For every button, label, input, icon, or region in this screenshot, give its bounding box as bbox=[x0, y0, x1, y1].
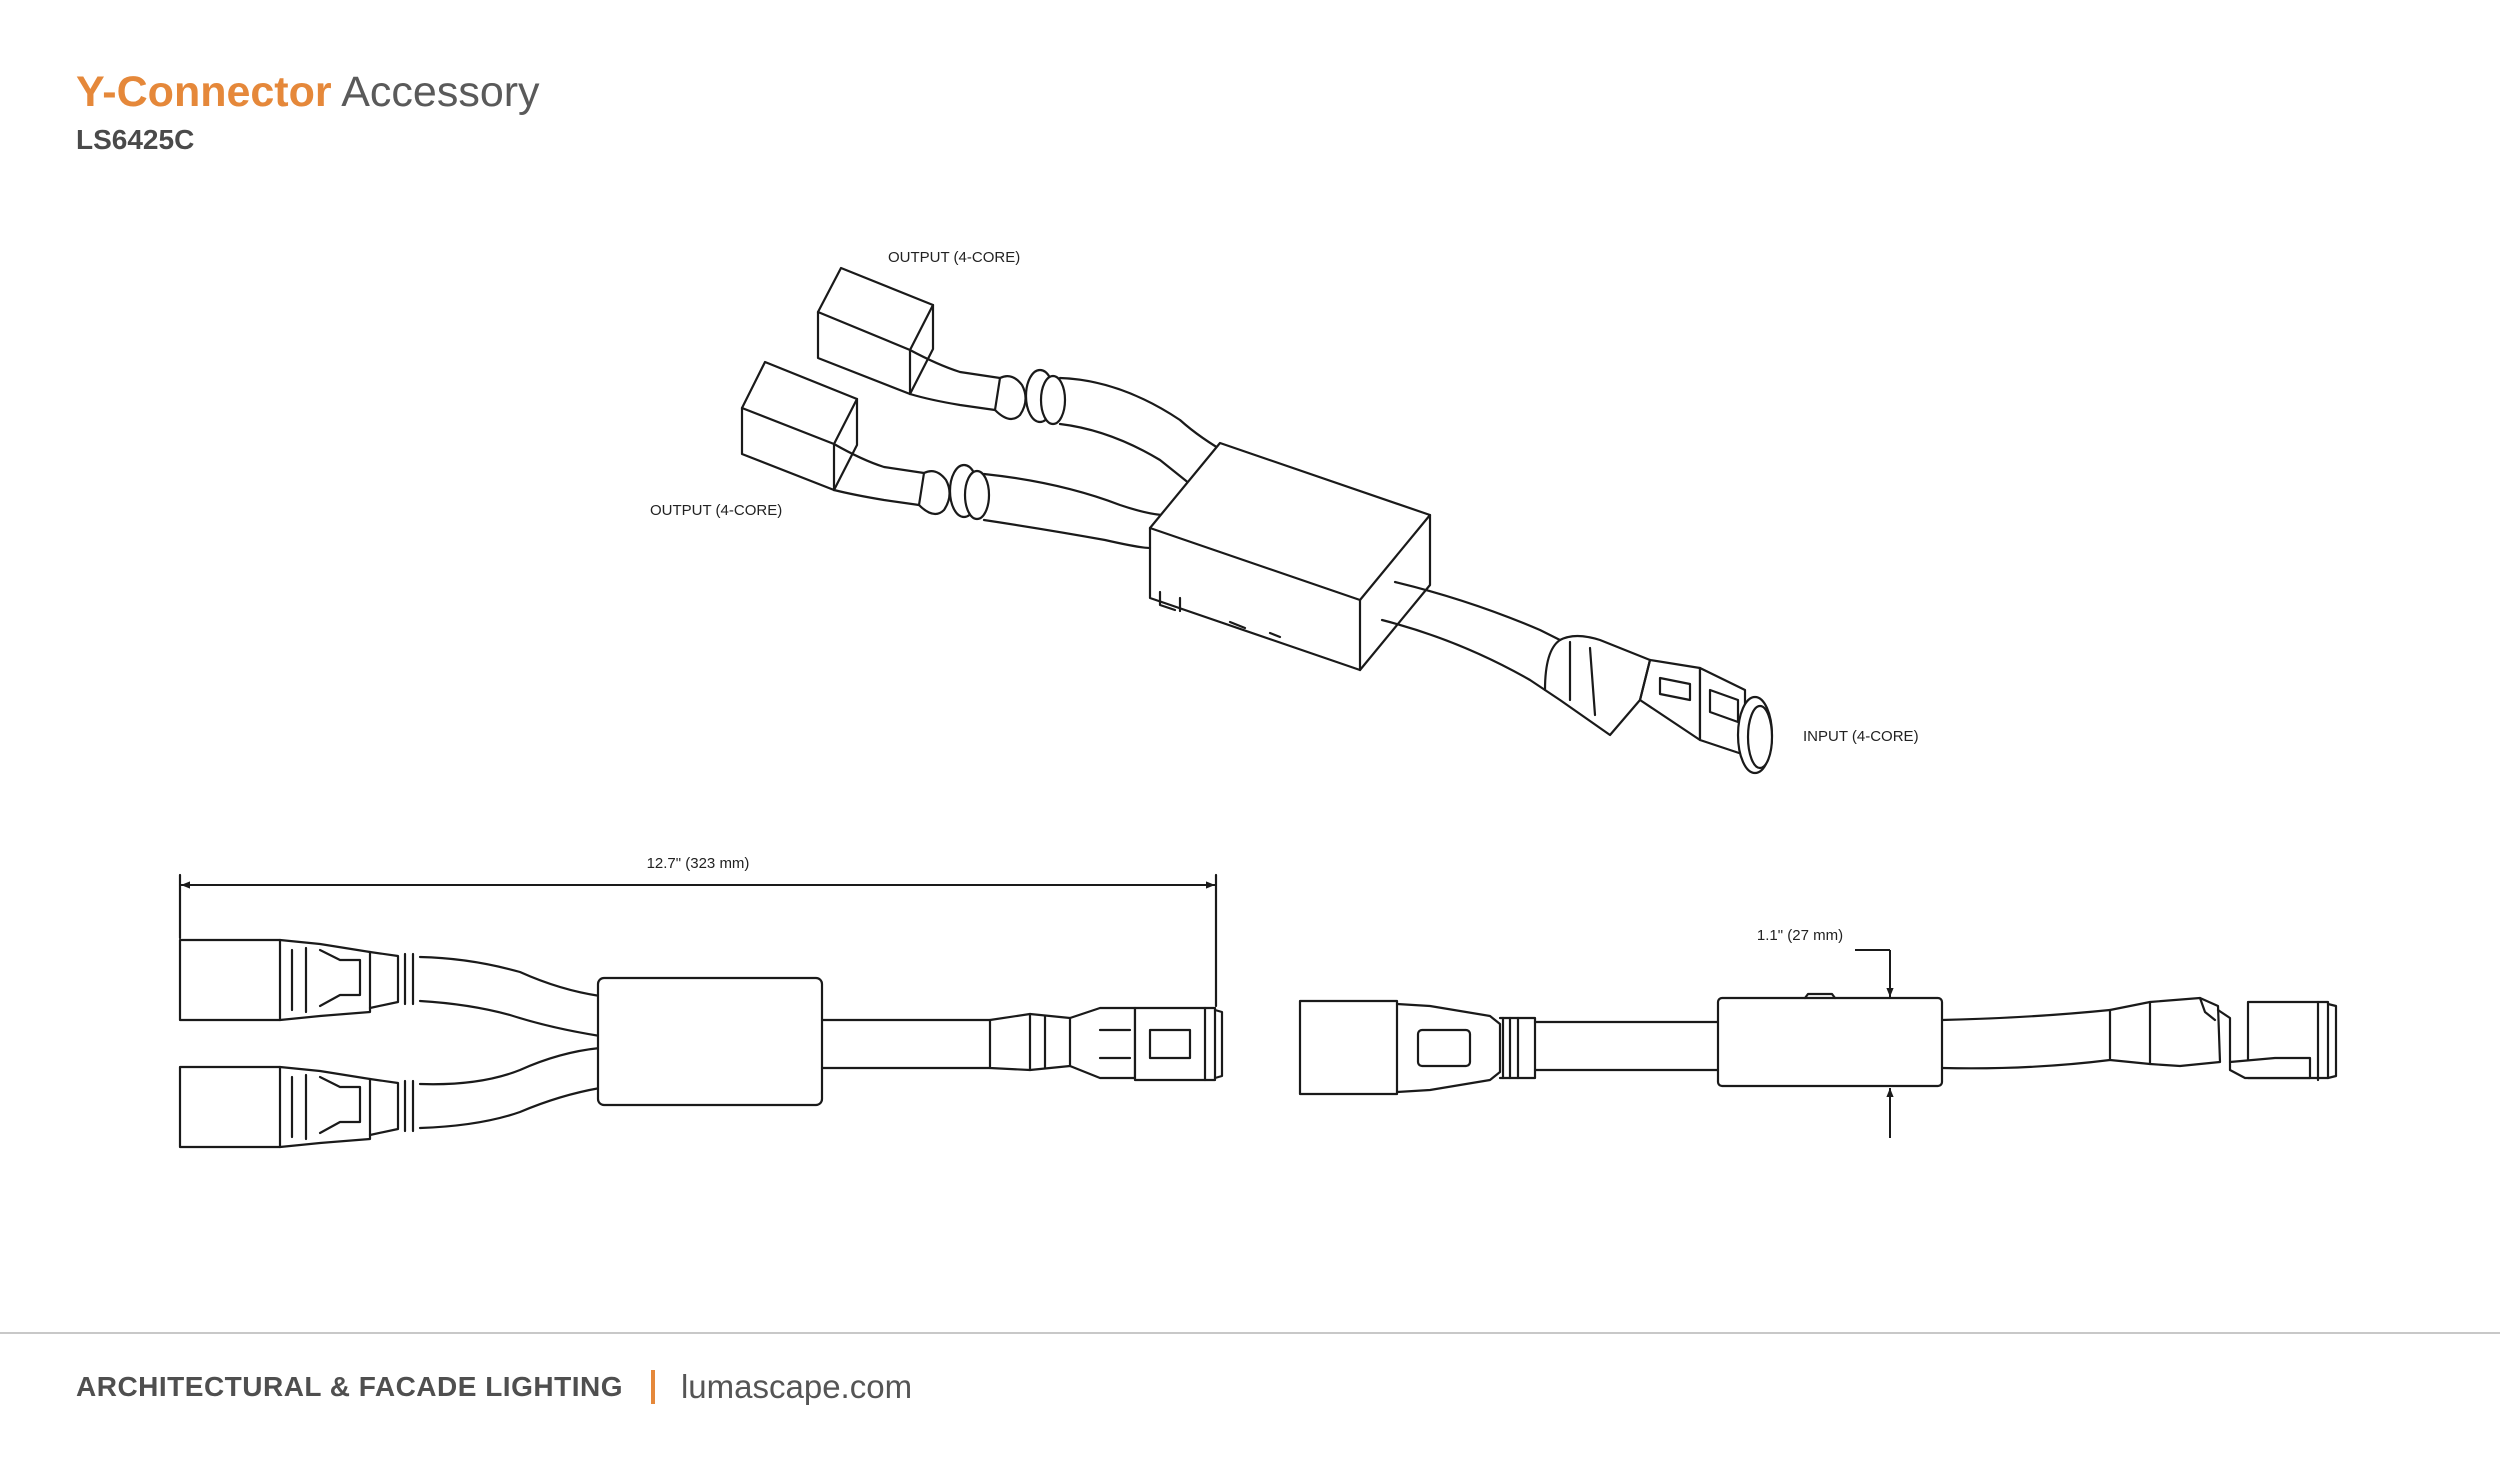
page-title: Y-Connector Accessory bbox=[76, 64, 540, 120]
footer-divider bbox=[0, 1332, 2500, 1334]
iso-junction-box bbox=[1148, 441, 1432, 672]
iso-output-connector-bottom bbox=[740, 360, 1167, 550]
page-header: Y-Connector Accessory LS6425C bbox=[76, 64, 540, 156]
side-view bbox=[1298, 992, 2338, 1096]
side-view-junction-box bbox=[1716, 996, 1944, 1088]
title-accent: Y-Connector bbox=[76, 68, 332, 116]
footer-separator bbox=[650, 1370, 655, 1404]
top-view-input-connector bbox=[988, 1006, 1224, 1082]
label-input: INPUT (4-CORE) bbox=[1803, 728, 1919, 745]
page-footer: ARCHITECTURAL & FACADE LIGHTING lumascap… bbox=[76, 1368, 912, 1406]
dimension-height-label: 1.1" (27 mm) bbox=[1757, 927, 1843, 944]
dimension-length-label: 12.7" (323 mm) bbox=[647, 855, 750, 872]
label-output-top: OUTPUT (4-CORE) bbox=[888, 249, 1020, 266]
isometric-view bbox=[740, 266, 1774, 775]
footer-tagline: ARCHITECTURAL & FACADE LIGHTING bbox=[76, 1371, 623, 1402]
label-output-bottom: OUTPUT (4-CORE) bbox=[650, 502, 782, 519]
iso-input-connector bbox=[1380, 580, 1774, 775]
footer-website: lumascape.com bbox=[680, 1368, 913, 1405]
side-view-output-connector bbox=[1298, 999, 1399, 1096]
side-view-input-connector bbox=[2108, 996, 2338, 1082]
top-view bbox=[178, 873, 1224, 1149]
title-rest: Accessory bbox=[341, 68, 540, 116]
model-number: LS6425C bbox=[76, 124, 195, 155]
top-view-output-connector-1 bbox=[178, 938, 602, 1038]
top-view-junction-box bbox=[596, 976, 824, 1107]
top-view-output-connector-2 bbox=[178, 1046, 602, 1149]
